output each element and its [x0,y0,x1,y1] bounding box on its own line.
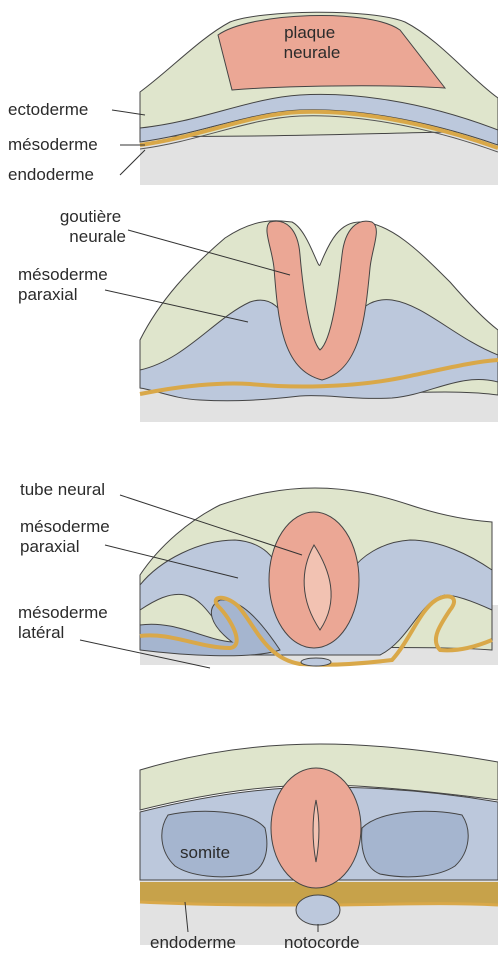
mesoderme-label: mésoderme [8,135,98,154]
stage-4-somites: somite endoderme notocorde [140,744,498,952]
goutiere-neurale-label: goutière neurale [60,207,126,246]
stage-1-neural-plate: plaque neurale ectoderme mésoderme endod… [8,12,498,185]
mesoderme-lateral-line2: latéral [18,623,64,642]
mesoderme-lateral-line1: mésoderme [18,603,108,622]
mesoderme-paraxial-label-2: mésoderme paraxial [18,265,113,304]
notocorde-label: notocorde [284,933,360,952]
mesoderme-paraxial-3-line2: paraxial [20,537,80,556]
goutiere-label-line2: neurale [69,227,126,246]
stage-4-notochord [296,895,340,925]
stage-3-notochord [301,658,331,666]
tube-neural-label: tube neural [20,480,105,499]
mesoderme-paraxial-2-line1: mésoderme [18,265,108,284]
mesoderme-paraxial-3-line1: mésoderme [20,517,110,536]
plaque-neurale-label: plaque neurale [284,23,341,62]
plaque-label-line2: neurale [284,43,341,62]
stage-2-neural-groove: goutière neurale mésoderme paraxial [18,207,498,422]
mesoderme-paraxial-2-line2: paraxial [18,285,78,304]
mesoderme-paraxial-label-3: mésoderme paraxial [20,517,115,556]
goutiere-label-line1: goutière [60,207,121,226]
stage-4-somite-right [362,811,469,877]
plaque-label-line1: plaque [284,23,335,42]
endoderme-label-1: endoderme [8,165,94,184]
ectoderme-label: ectoderme [8,100,88,119]
mesoderme-lateral-label: mésoderme latéral [18,603,113,642]
endoderme-label-4: endoderme [150,933,236,952]
stage-3-neural-tube: tube neural mésoderme paraxial mésoderme… [18,480,498,668]
somite-label: somite [180,843,230,862]
